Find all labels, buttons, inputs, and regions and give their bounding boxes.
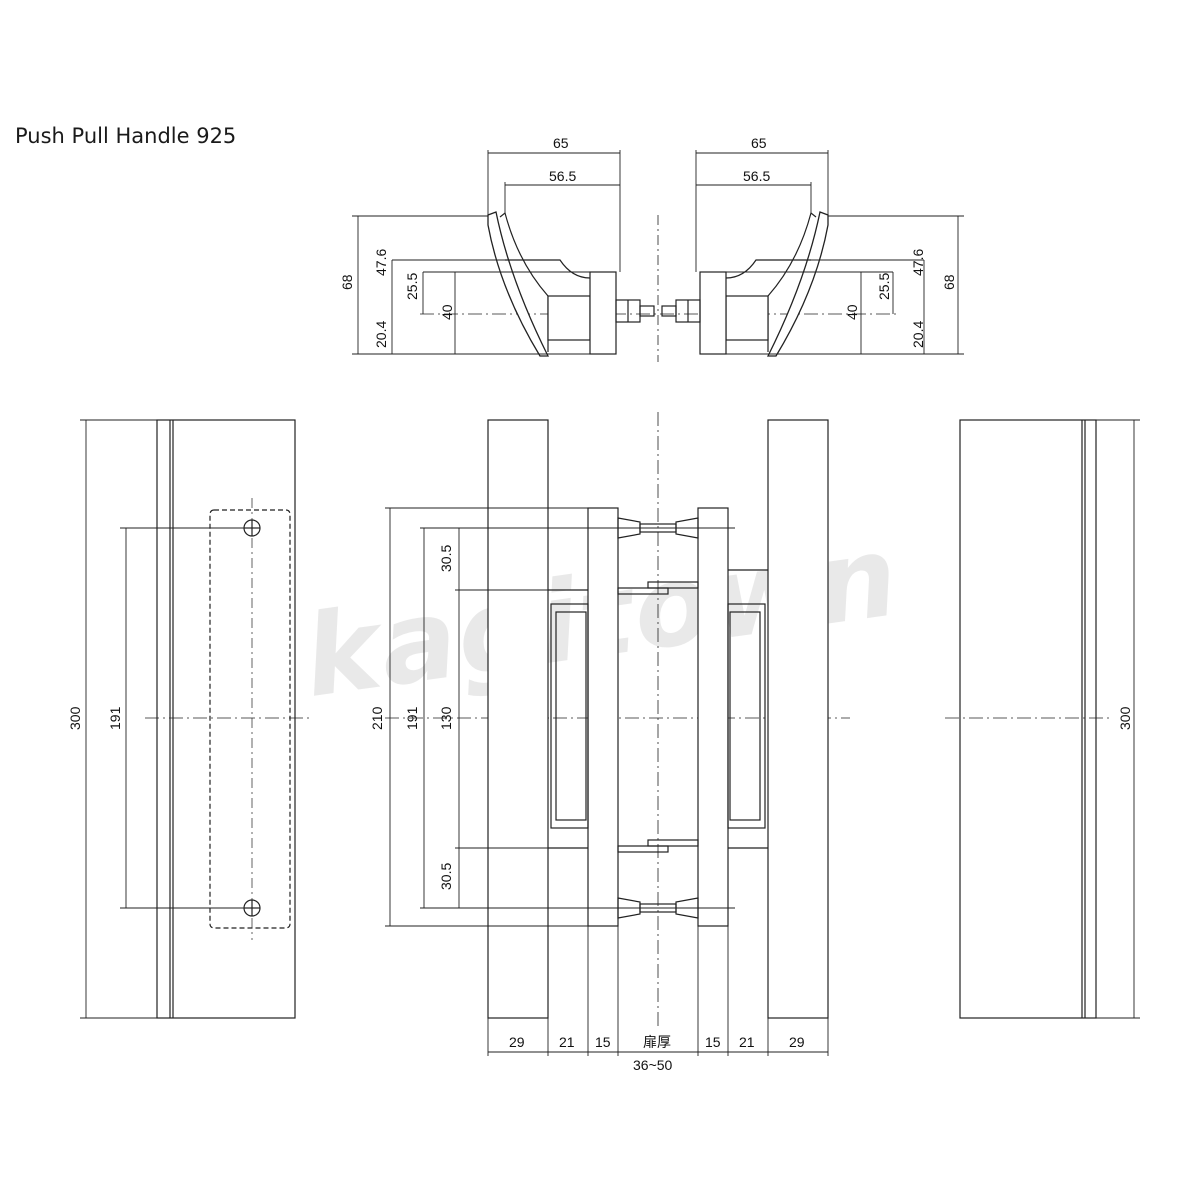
dim-191-front: 191 <box>404 706 420 730</box>
dim-25-5-right: 25.5 <box>876 273 892 300</box>
dim-25-5-left: 25.5 <box>404 273 420 300</box>
dim-40-right: 40 <box>844 304 860 320</box>
drawing-title: Push Pull Handle 925 <box>15 124 237 148</box>
dim-29-left: 29 <box>509 1034 525 1050</box>
dim-30-5-bottom: 30.5 <box>438 863 454 890</box>
dim-68-left: 68 <box>339 274 355 290</box>
dim-47-6-left: 47.6 <box>373 249 389 276</box>
dim-30-5-top: 30.5 <box>438 545 454 572</box>
top-view <box>352 150 964 362</box>
dim-65-left: 65 <box>553 135 569 151</box>
dim-130-front: 130 <box>438 706 454 730</box>
dim-20-4-left: 20.4 <box>373 321 389 348</box>
dim-40-left: 40 <box>439 304 455 320</box>
dim-300-left: 300 <box>67 706 83 730</box>
right-side-view <box>945 419 1140 1019</box>
front-view <box>385 412 850 1056</box>
dim-56-5-left: 56.5 <box>549 168 576 184</box>
dim-300-right: 300 <box>1117 706 1133 730</box>
dim-20-4-right: 20.4 <box>910 321 926 348</box>
dim-47-6-right: 47.6 <box>910 249 926 276</box>
dim-15-right: 15 <box>705 1034 721 1050</box>
dim-210-front: 210 <box>369 706 385 730</box>
door-thickness-label: 扉厚 <box>643 1034 671 1050</box>
left-side-view <box>80 419 310 1019</box>
dim-29-right: 29 <box>789 1034 805 1050</box>
dim-56-5-right: 56.5 <box>743 168 770 184</box>
dim-191-left: 191 <box>107 706 123 730</box>
dim-21-right: 21 <box>739 1034 755 1050</box>
dim-65-right: 65 <box>751 135 767 151</box>
dim-15-left: 15 <box>595 1034 611 1050</box>
dim-21-left: 21 <box>559 1034 575 1050</box>
door-thickness-range: 36~50 <box>633 1057 673 1073</box>
dim-68-right: 68 <box>941 274 957 290</box>
